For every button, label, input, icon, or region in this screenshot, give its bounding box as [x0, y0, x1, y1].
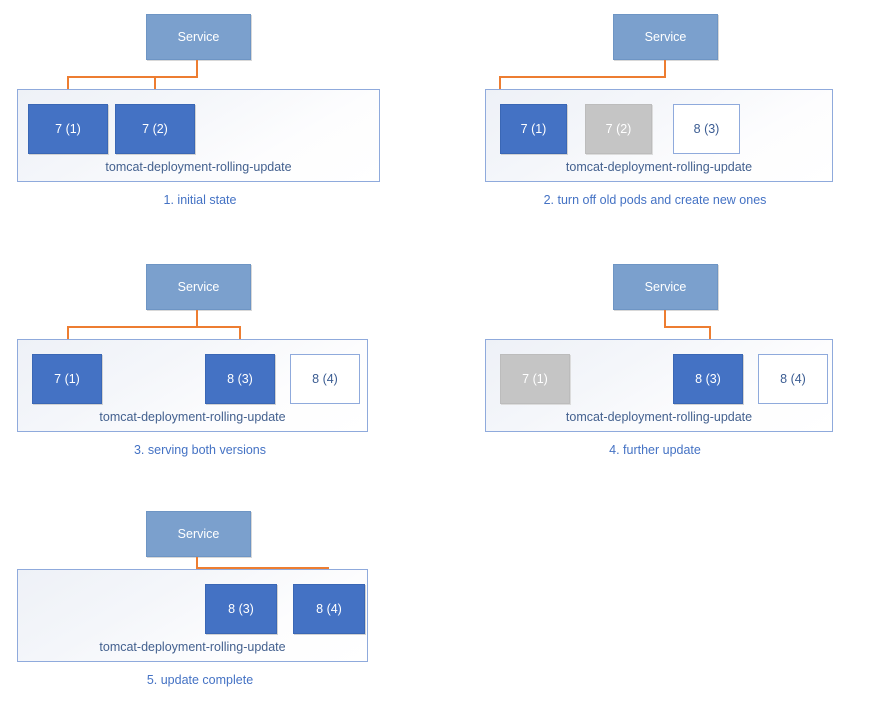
pod-7-2[interactable]: 7 (2) [585, 104, 652, 154]
deployment-label: tomcat-deployment-rolling-update [565, 410, 753, 424]
pod-8-3[interactable]: 8 (3) [673, 354, 743, 404]
service-node[interactable]: Service [146, 511, 251, 557]
pod-7-1[interactable]: 7 (1) [28, 104, 108, 154]
panel-further-update: Service tomcat-deployment-rolling-update… [440, 250, 870, 480]
deployment-label: tomcat-deployment-rolling-update [99, 640, 286, 654]
panel-turn-off-old-pods: Service tomcat-deployment-rolling-update… [440, 0, 870, 230]
pod-8-4[interactable]: 8 (4) [293, 584, 365, 634]
panel-caption: 3. serving both versions [133, 443, 266, 457]
pod-8-4[interactable]: 8 (4) [758, 354, 828, 404]
pod-8-3[interactable]: 8 (3) [205, 354, 275, 404]
panel-initial-state: Service tomcat-deployment-rolling-update… [0, 0, 420, 230]
panel-caption: 4. further update [609, 443, 701, 457]
deployment-label: tomcat-deployment-rolling-update [99, 410, 286, 424]
service-node[interactable]: Service [613, 264, 718, 310]
pod-8-3[interactable]: 8 (3) [673, 104, 740, 154]
panel-caption: 5. update complete [146, 673, 254, 687]
pod-8-3[interactable]: 8 (3) [205, 584, 277, 634]
pod-7-1[interactable]: 7 (1) [500, 104, 567, 154]
pod-8-4[interactable]: 8 (4) [290, 354, 360, 404]
pod-7-1[interactable]: 7 (1) [32, 354, 102, 404]
service-node[interactable]: Service [146, 14, 251, 60]
panel-serving-both-versions: Service tomcat-deployment-rolling-update… [0, 250, 420, 480]
panel-caption: 1. initial state [163, 193, 237, 207]
deployment-label: tomcat-deployment-rolling-update [105, 160, 292, 174]
service-node[interactable]: Service [146, 264, 251, 310]
service-node[interactable]: Service [613, 14, 718, 60]
panel-update-complete: Service tomcat-deployment-rolling-update… [0, 497, 420, 718]
panel-caption: 2. turn off old pods and create new ones [543, 193, 767, 207]
pod-7-2[interactable]: 7 (2) [115, 104, 195, 154]
deployment-label: tomcat-deployment-rolling-update [565, 160, 753, 174]
pod-7-1[interactable]: 7 (1) [500, 354, 570, 404]
